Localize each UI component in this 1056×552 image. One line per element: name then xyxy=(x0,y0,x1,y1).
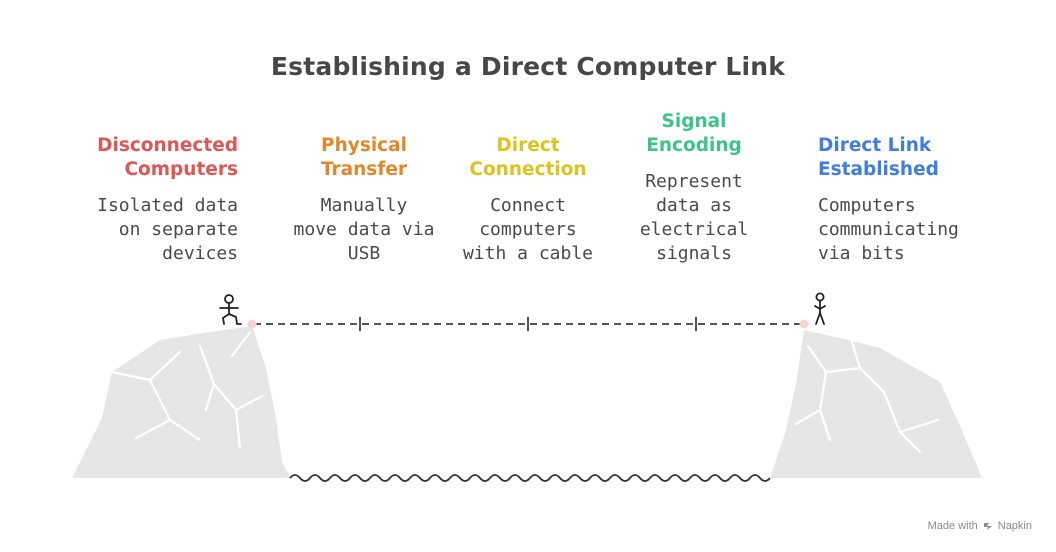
water-wave-line xyxy=(289,474,771,482)
step-direct-connection: Direct Connection Connect computers with… xyxy=(428,134,628,266)
right-cliff xyxy=(770,330,982,478)
step-heading: Direct Connection xyxy=(469,135,587,180)
step-disconnected-computers: Disconnected Computers Isolated data on … xyxy=(38,134,238,266)
made-with-label: Made with xyxy=(927,520,978,532)
step-description: Computers communicating via bits xyxy=(818,195,959,264)
napkin-brand-label: Napkin xyxy=(997,520,1032,532)
step-description: Represent data as electrical signals xyxy=(639,171,749,264)
right-person-icon xyxy=(814,292,826,325)
napkin-logo-icon xyxy=(983,523,992,530)
step-description: Isolated data on separate devices xyxy=(97,195,238,264)
left-cliff xyxy=(72,326,290,478)
step-heading: Disconnected Computers xyxy=(97,135,238,180)
step-physical-transfer: Physical Transfer Manually move data via… xyxy=(264,134,464,266)
step-heading: Physical Transfer xyxy=(320,135,408,180)
step-description: Manually move data via USB xyxy=(293,195,435,264)
made-with-napkin-footer: Made with Napkin xyxy=(928,520,1032,532)
step-heading: Direct Link Established xyxy=(818,135,939,180)
step-signal-encoding: Signal Encoding Represent data as electr… xyxy=(594,110,794,266)
diagram-title: Establishing a Direct Computer Link xyxy=(270,52,786,81)
step-direct-link-established: Direct Link Established Computers commun… xyxy=(818,134,1018,266)
left-person-icon xyxy=(219,294,242,325)
dashed-connection-line xyxy=(254,317,802,331)
step-heading: Signal Encoding xyxy=(646,111,742,156)
step-description: Connect computers with a cable xyxy=(462,195,594,264)
left-anchor-dot xyxy=(247,319,257,329)
right-anchor-dot xyxy=(799,319,809,329)
